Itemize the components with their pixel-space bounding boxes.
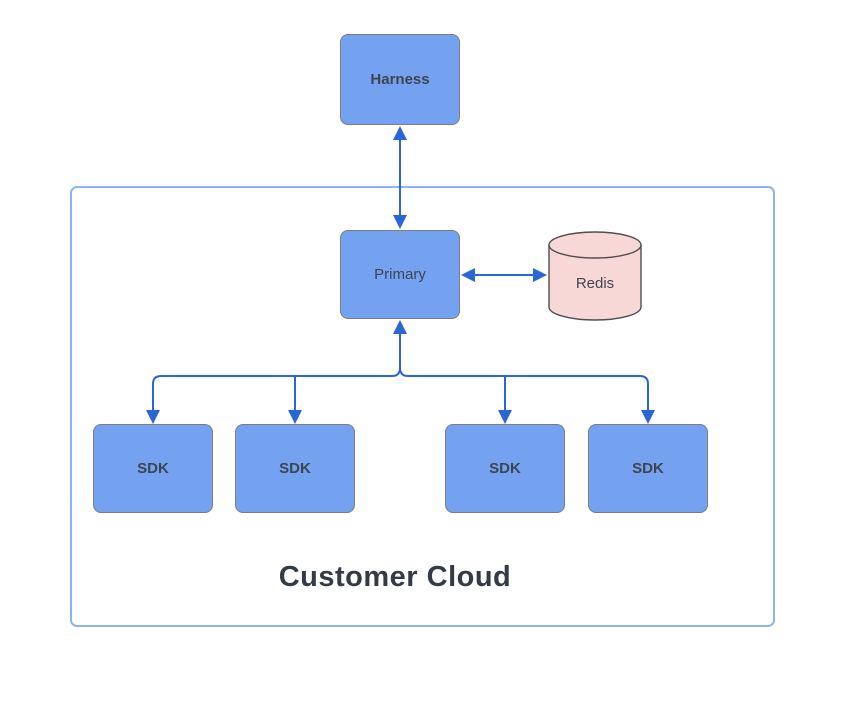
node-redis: Redis [548,231,642,321]
node-label: SDK [489,460,521,477]
node-label: SDK [632,460,664,477]
container-title: Customer Cloud [278,561,512,593]
node-label: SDK [279,460,311,477]
node-sdk-1: SDK [93,424,213,513]
node-label: Harness [370,71,430,88]
node-label: SDK [137,460,169,477]
node-sdk-3: SDK [445,424,565,513]
node-sdk-2: SDK [235,424,355,513]
node-primary: Primary [340,230,460,319]
database-cylinder-icon [548,231,642,321]
node-sdk-4: SDK [588,424,708,513]
node-label: Redis [575,275,615,292]
node-label: Primary [374,266,426,283]
node-harness: Harness [340,34,460,125]
arrowhead-up-into-harness [393,126,407,140]
